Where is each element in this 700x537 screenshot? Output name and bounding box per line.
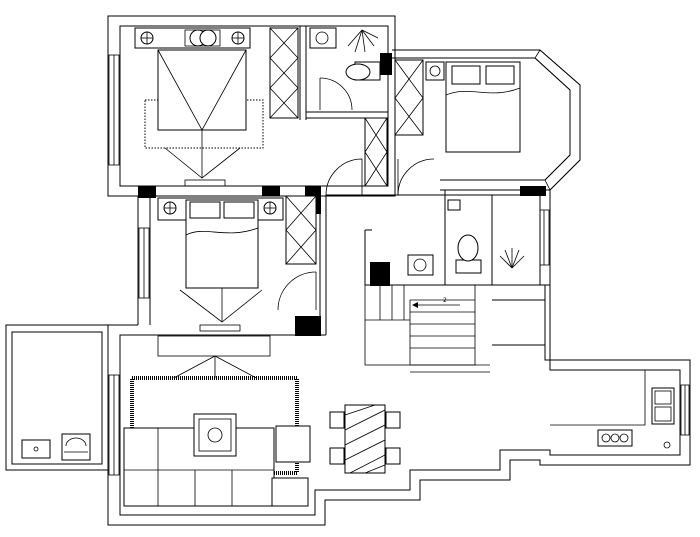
dining-table [344, 404, 386, 474]
gas-hob [597, 429, 633, 447]
tv-cabinet [157, 335, 271, 357]
staircase: 2 [364, 284, 490, 373]
washbasin [407, 254, 434, 276]
bedroom-right [394, 59, 521, 153]
coffee-table [193, 413, 237, 457]
cabinet [364, 117, 388, 187]
armchair [275, 425, 311, 463]
shower-icon [347, 29, 379, 53]
wardrobe [394, 59, 424, 136]
chair [329, 447, 345, 465]
master-bedroom [134, 27, 299, 179]
shower-icon [499, 248, 525, 269]
outer-walls [5, 15, 691, 526]
side-table [271, 477, 309, 507]
chair [385, 447, 401, 465]
chair [385, 411, 401, 429]
toilet [455, 259, 482, 274]
balcony [21, 433, 91, 461]
dining-area [329, 404, 401, 474]
nightstand [425, 61, 445, 81]
wardrobe [285, 195, 317, 265]
stair-number-label: 2 [443, 297, 447, 304]
double-bed [157, 49, 247, 131]
kitchen [550, 370, 675, 449]
living-room [123, 335, 311, 507]
chair [329, 411, 345, 429]
windows [108, 54, 690, 476]
washbasin [309, 27, 337, 49]
double-sink [651, 387, 675, 425]
bathroom-top [309, 27, 388, 187]
appliance [21, 439, 51, 459]
doors [277, 77, 435, 311]
bathroom-middle [407, 199, 525, 276]
bedroom-left [157, 195, 317, 323]
